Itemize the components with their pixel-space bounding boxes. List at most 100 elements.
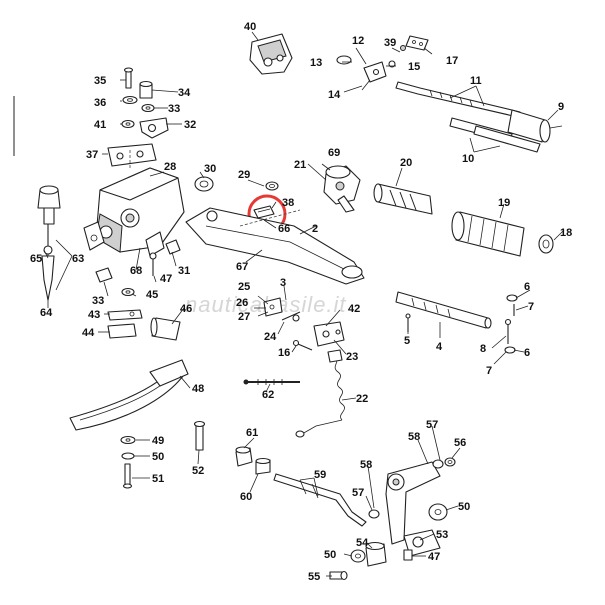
part-31-nut [165, 239, 181, 255]
label-46: 46 [180, 303, 192, 315]
label-38: 38 [282, 197, 294, 209]
part-39-screw [400, 45, 406, 51]
part-11-cable [395, 81, 523, 119]
part-33-washer-top [141, 103, 155, 113]
label-66: 66 [278, 223, 290, 235]
part-50-washer-bottom [350, 549, 366, 563]
part-50-washer-left [121, 452, 135, 460]
label-61: 61 [246, 427, 258, 439]
label-36: 36 [94, 97, 106, 109]
label-59: 59 [314, 469, 326, 481]
label-15: 15 [408, 61, 420, 73]
part-64-rod [41, 224, 55, 301]
label-7b: 7 [486, 365, 492, 377]
label-56: 56 [454, 437, 466, 449]
label-53: 53 [436, 529, 448, 541]
label-29: 29 [238, 169, 250, 181]
part-10-tubes [449, 117, 541, 153]
label-69: 69 [328, 147, 340, 159]
label-4: 4 [436, 341, 443, 353]
part-4-shaft [395, 291, 492, 329]
label-65: 65 [30, 253, 42, 265]
part-28-housing [83, 150, 185, 257]
part-46-sleeve [150, 317, 181, 341]
part-57-washer-right [432, 459, 444, 469]
label-8: 8 [480, 343, 486, 355]
label-3: 3 [280, 277, 286, 289]
part-29-bushing [265, 181, 279, 191]
label-64: 64 [40, 307, 53, 319]
label-6a: 6 [524, 281, 530, 293]
label-58b: 58 [360, 459, 372, 471]
part-37-plate [107, 143, 157, 167]
label-67: 67 [236, 261, 248, 273]
label-20: 20 [400, 157, 412, 169]
part-6-washer-bottom [504, 346, 516, 354]
part-8-pin [504, 318, 512, 344]
part-43-clip [107, 309, 143, 321]
label-5: 5 [404, 335, 410, 347]
label-54: 54 [356, 537, 369, 549]
part-49-washer [120, 435, 136, 445]
label-31: 31 [178, 265, 190, 277]
label-51: 51 [152, 473, 164, 485]
label-47b: 47 [428, 551, 440, 563]
label-14: 14 [328, 89, 341, 101]
label-57a: 57 [426, 419, 438, 431]
part-50-washer-right [428, 503, 448, 521]
part-51-bolt [122, 463, 133, 489]
part-54-bushing [365, 541, 387, 567]
part-59-shift-rod [273, 473, 367, 527]
label-23: 23 [346, 351, 358, 363]
part-34-bushing [139, 80, 153, 99]
part-2-tiller-arm [185, 207, 365, 285]
label-63: 63 [72, 253, 84, 265]
part-61-block [235, 446, 253, 467]
part-16-screw [292, 339, 313, 351]
part-45-washer [121, 287, 135, 297]
part-56-cap [444, 457, 456, 467]
label-58a: 58 [408, 431, 420, 443]
label-50a: 50 [152, 451, 164, 463]
label-12: 12 [352, 35, 364, 47]
label-33a: 33 [168, 103, 180, 115]
label-40: 40 [244, 21, 256, 33]
part-36-washer [122, 95, 138, 105]
label-43: 43 [88, 309, 100, 321]
label-47a: 47 [160, 273, 172, 285]
label-16: 16 [278, 347, 290, 359]
label-45: 45 [146, 289, 158, 301]
label-11: 11 [470, 75, 482, 87]
label-9: 9 [558, 101, 564, 113]
part-40-bracket [249, 33, 293, 75]
part-65-knob [37, 185, 61, 225]
part-9-grip-end [507, 109, 563, 143]
label-39: 39 [384, 37, 396, 49]
label-62: 62 [262, 389, 274, 401]
part-41-nut [121, 119, 135, 129]
part-47-screw-bottom [403, 549, 413, 561]
part-55-bolt [329, 570, 348, 581]
label-33b: 33 [92, 295, 104, 307]
part-48-friction-arm [69, 359, 189, 431]
part-44-plate [107, 323, 137, 339]
label-44: 44 [82, 327, 95, 339]
label-21: 21 [294, 159, 306, 171]
label-42: 42 [348, 303, 360, 315]
label-50c: 50 [324, 549, 336, 561]
part-42-23-switch [313, 321, 345, 347]
part-6-washer-top [506, 294, 518, 302]
label-32: 32 [184, 119, 196, 131]
part-33-nut-left [95, 267, 113, 283]
part-57-washer-middle [368, 509, 380, 519]
label-25: 25 [238, 281, 250, 293]
label-49: 49 [152, 435, 164, 447]
label-10: 10 [462, 153, 474, 165]
part-17-plate [405, 35, 429, 51]
part-52-pin [193, 420, 206, 451]
label-24: 24 [264, 331, 277, 343]
part-69-21-throttle-body [323, 165, 361, 213]
label-22: 22 [356, 393, 368, 405]
part-13-clip [336, 55, 352, 65]
